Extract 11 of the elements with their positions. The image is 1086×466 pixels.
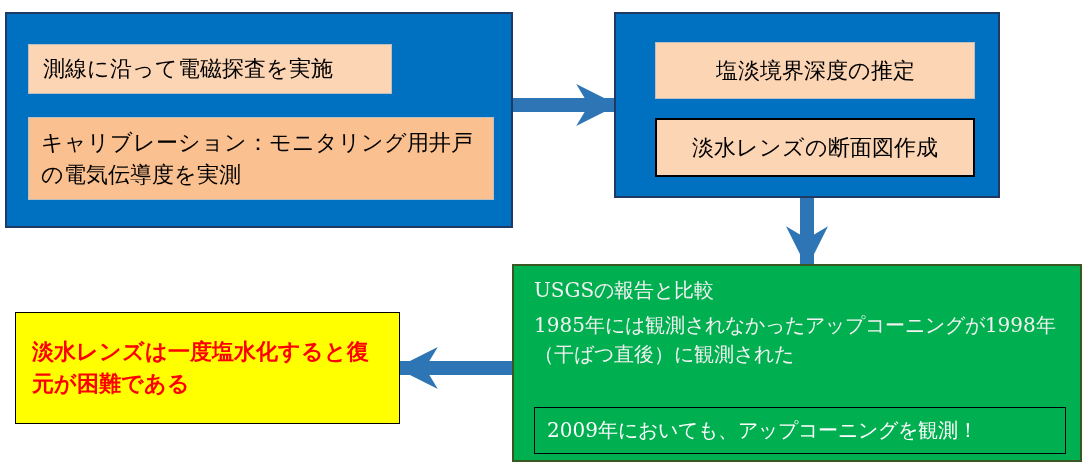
heading-text: USGSの報告と比較 <box>534 277 716 304</box>
conclusion-box: 淡水レンズは一度塩水化すると復元が困難である <box>15 312 400 424</box>
step-text-box: キャリブレーション：モニタリング用井戸の電気伝導度を実測 <box>28 117 494 200</box>
step-text-box: 塩淡境界深度の推定 <box>655 42 975 99</box>
body-text: 1985年には観測されなかったアップコーニングが1998年（干ばつ直後）に観測された <box>534 312 1057 368</box>
note-box: 2009年においても、アップコーニングを観測！ <box>534 407 1066 454</box>
result-panel <box>512 264 1082 462</box>
step-text-box: 測線に沿って電磁探査を実施 <box>28 44 392 94</box>
step-text-box: 淡水レンズの断面図作成 <box>655 118 975 177</box>
process-panel <box>614 12 1000 198</box>
process-panel <box>5 12 513 228</box>
